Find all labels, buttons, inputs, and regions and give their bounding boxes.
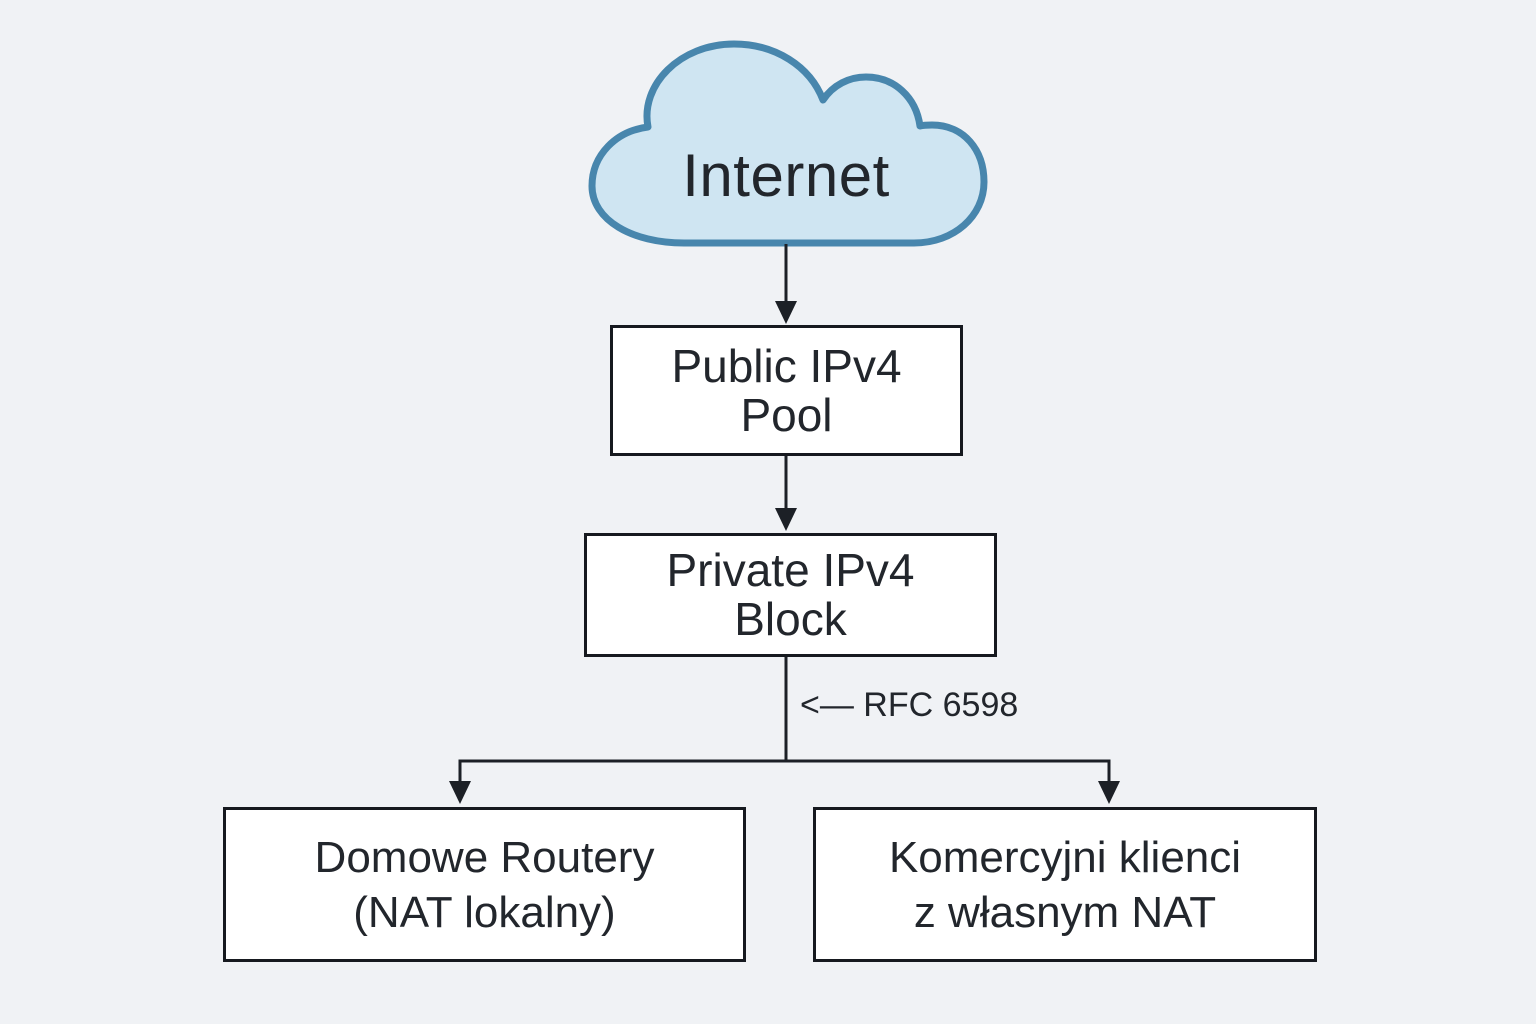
node-label-line: (NAT lokalny) bbox=[353, 887, 616, 937]
node-label-line: Domowe Routery bbox=[314, 832, 655, 882]
arrowhead-down-icon bbox=[449, 781, 471, 804]
node-commercial-clients: Komercyjni klienci z własnym NAT bbox=[813, 807, 1317, 962]
internet-cloud-shape bbox=[588, 40, 988, 247]
node-home-routers: Domowe Routery (NAT lokalny) bbox=[223, 807, 746, 962]
rfc-6598-edge-label: <— RFC 6598 bbox=[800, 686, 1019, 724]
node-private-ipv4-block: Private IPv4 Block bbox=[584, 533, 997, 657]
node-public-ipv4-pool: Public IPv4 Pool bbox=[610, 325, 963, 456]
node-label-line: Pool bbox=[740, 388, 833, 441]
node-label-line: Private IPv4 bbox=[666, 544, 915, 597]
branch-line bbox=[458, 759, 1111, 783]
node-label-line: z własnym NAT bbox=[913, 887, 1217, 937]
node-label-line: Block bbox=[734, 593, 847, 645]
arrowhead-down-icon bbox=[1098, 781, 1120, 804]
node-label-line: Public IPv4 bbox=[671, 339, 902, 392]
internet-cloud-label: Internet bbox=[682, 142, 890, 209]
node-label-line: Komercyjni klienci bbox=[888, 832, 1242, 882]
arrowhead-down-icon bbox=[775, 508, 797, 531]
arrowhead-down-icon bbox=[775, 301, 797, 324]
